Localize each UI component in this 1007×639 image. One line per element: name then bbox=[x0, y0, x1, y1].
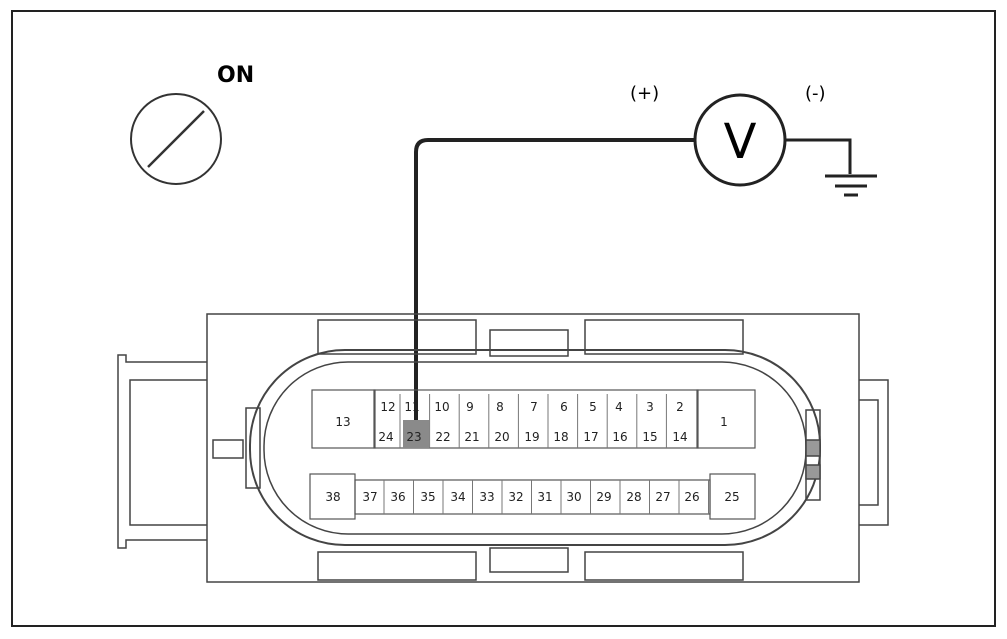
pin-18-label: 18 bbox=[553, 430, 568, 444]
probed-terminal bbox=[403, 420, 429, 448]
pin-37-label: 37 bbox=[362, 490, 377, 504]
pin-15-label: 15 bbox=[642, 430, 657, 444]
pin-5-label: 5 bbox=[589, 400, 597, 414]
pin-35-label: 35 bbox=[420, 490, 435, 504]
ground-icon bbox=[825, 174, 877, 197]
terminal-block-upper bbox=[373, 389, 699, 449]
meter-positive-label: (+) bbox=[630, 83, 659, 104]
terminal-13-cavity bbox=[311, 389, 376, 449]
pin-17-label: 17 bbox=[583, 430, 598, 444]
pin-29-label: 29 bbox=[596, 490, 611, 504]
pin-26-label: 26 bbox=[684, 490, 699, 504]
pin-10-label: 10 bbox=[434, 400, 449, 414]
terminal-dividers bbox=[383, 394, 709, 514]
pin-2-label: 2 bbox=[676, 400, 684, 414]
probe-wire bbox=[414, 138, 695, 428]
pin-4-label: 4 bbox=[615, 400, 623, 414]
meter-negative-label: (-) bbox=[805, 83, 826, 104]
pin-19-label: 19 bbox=[524, 430, 539, 444]
pin-6-label: 6 bbox=[560, 400, 568, 414]
terminal-1-cavity bbox=[696, 389, 756, 449]
terminal-block-lower bbox=[354, 479, 711, 515]
pin-14-label: 14 bbox=[672, 430, 687, 444]
pin-27-label: 27 bbox=[655, 490, 670, 504]
pin-9-label: 9 bbox=[466, 400, 474, 414]
pin-28-label: 28 bbox=[626, 490, 641, 504]
pin-25-label: 25 bbox=[724, 490, 739, 504]
pin-36-label: 36 bbox=[390, 490, 405, 504]
pin-34-label: 34 bbox=[450, 490, 465, 504]
pin-7-label: 7 bbox=[530, 400, 538, 414]
pin-30-label: 30 bbox=[566, 490, 581, 504]
pin-16-label: 16 bbox=[612, 430, 627, 444]
pin-20-label: 20 bbox=[494, 430, 509, 444]
pin-3-label: 3 bbox=[646, 400, 654, 414]
connector-body bbox=[117, 313, 889, 583]
pin-12-label: 12 bbox=[380, 400, 395, 414]
ground-wire bbox=[785, 138, 852, 174]
pin-8-label: 8 bbox=[496, 400, 504, 414]
pin-38-label: 38 bbox=[325, 490, 340, 504]
pin-13-label: 13 bbox=[335, 415, 350, 429]
pin-23-label: 23 bbox=[406, 430, 421, 444]
pin-32-label: 32 bbox=[508, 490, 523, 504]
voltmeter-symbol: V bbox=[724, 114, 757, 170]
pin-21-label: 21 bbox=[464, 430, 479, 444]
pin-22-label: 22 bbox=[435, 430, 450, 444]
pin-24-label: 24 bbox=[378, 430, 393, 444]
diagram-frame bbox=[11, 10, 996, 627]
pin-1-label: 1 bbox=[720, 415, 728, 429]
pin-33-label: 33 bbox=[479, 490, 494, 504]
ignition-label: ON bbox=[217, 63, 254, 88]
pin-31-label: 31 bbox=[537, 490, 552, 504]
ignition-switch-icon bbox=[130, 93, 222, 185]
pin-11-label: 11 bbox=[404, 400, 419, 414]
